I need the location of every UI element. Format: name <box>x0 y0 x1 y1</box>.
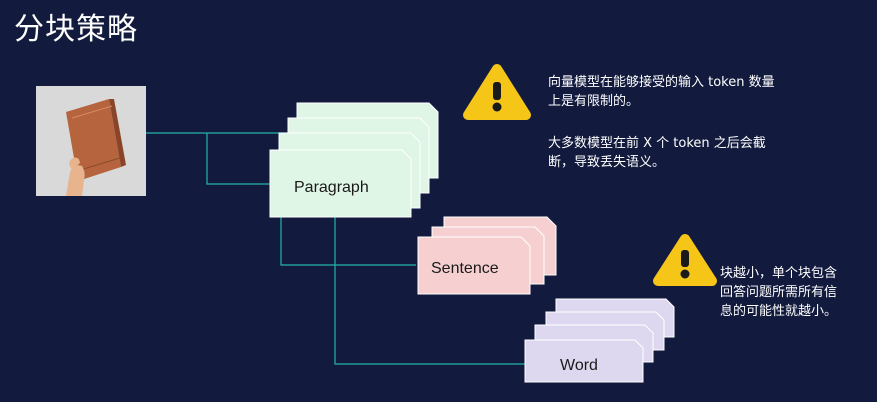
note-line: 大多数模型在前 X 个 token 之后会截 <box>548 134 766 153</box>
note-line: 块越小，单个块包含 <box>720 264 837 283</box>
word-label: Word <box>560 357 598 374</box>
token-limit-note: 向量模型在能够接受的输入 token 数量 上是有限制的。 <box>548 73 775 111</box>
word-card-stack: Word <box>525 299 674 382</box>
sentence-card-stack: Sentence <box>418 217 556 294</box>
warning-icon <box>658 239 712 281</box>
note-line: 回答问题所需所有信 <box>720 283 837 302</box>
paragraph-label: Paragraph <box>294 179 369 196</box>
warning-icon <box>468 69 526 115</box>
paragraph-card-stack: Paragraph <box>270 103 438 217</box>
note-line: 息的可能性就越小。 <box>720 302 837 321</box>
book-image <box>36 86 146 196</box>
small-chunk-note: 块越小，单个块包含 回答问题所需所有信 息的可能性就越小。 <box>720 264 837 321</box>
note-line: 上是有限制的。 <box>548 92 775 111</box>
truncation-note: 大多数模型在前 X 个 token 之后会截 断，导致丢失语义。 <box>548 134 766 172</box>
note-line: 向量模型在能够接受的输入 token 数量 <box>548 73 775 92</box>
note-line: 断，导致丢失语义。 <box>548 153 766 172</box>
sentence-label: Sentence <box>431 260 499 277</box>
